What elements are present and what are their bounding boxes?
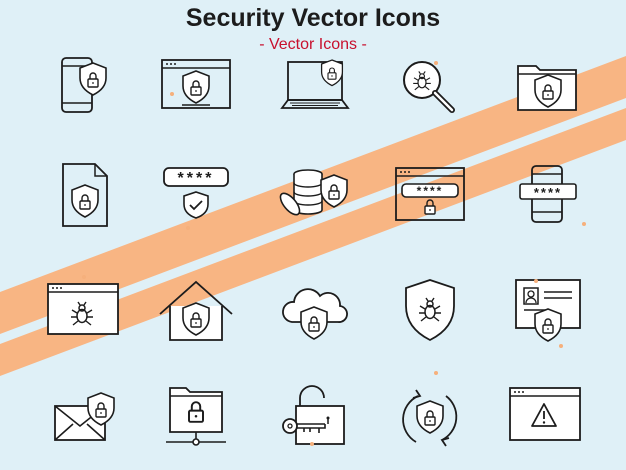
envelope-shield-lock-icon bbox=[45, 384, 125, 456]
password-mask: **** bbox=[417, 184, 444, 198]
cloud-shield-lock-icon bbox=[276, 278, 356, 350]
decor-dot bbox=[559, 344, 563, 348]
key-padlock-icon bbox=[276, 384, 356, 456]
phone-password-icon: **** bbox=[508, 160, 588, 232]
browser-bug-icon bbox=[42, 278, 122, 350]
decor-dot bbox=[310, 442, 314, 446]
page-title: Security Vector Icons bbox=[185, 4, 441, 32]
browser-password-lock-icon: **** bbox=[392, 160, 472, 232]
coins-shield-lock-icon bbox=[276, 160, 356, 232]
decor-dot bbox=[186, 226, 190, 230]
shield-bug-icon bbox=[392, 278, 472, 350]
laptop-shield-icon bbox=[276, 52, 356, 124]
magnifier-bug-icon bbox=[392, 52, 472, 124]
password-mask: **** bbox=[178, 170, 215, 187]
phone-shield-lock-icon bbox=[45, 52, 125, 124]
diagonal-stripe-lower bbox=[0, 108, 626, 376]
browser-shield-lock-icon bbox=[156, 52, 236, 124]
refresh-shield-lock-icon bbox=[392, 384, 472, 456]
house-lock-icon bbox=[156, 278, 236, 350]
id-card-shield-lock-icon bbox=[508, 278, 588, 350]
decor-dot bbox=[582, 222, 586, 226]
page-subtitle: - Vector Icons - bbox=[259, 36, 367, 53]
password-mask: **** bbox=[534, 185, 562, 200]
document-shield-lock-icon bbox=[45, 160, 125, 232]
decor-dot bbox=[434, 371, 438, 375]
decor-dot bbox=[82, 275, 86, 279]
decor-dot bbox=[434, 61, 438, 65]
decor-dot bbox=[534, 279, 538, 283]
folder-shield-lock-icon bbox=[508, 52, 588, 124]
password-shield-check-icon: **** bbox=[156, 160, 236, 232]
folder-lock-network-icon bbox=[156, 384, 236, 456]
decor-dot bbox=[170, 92, 174, 96]
browser-warning-icon bbox=[504, 384, 584, 456]
